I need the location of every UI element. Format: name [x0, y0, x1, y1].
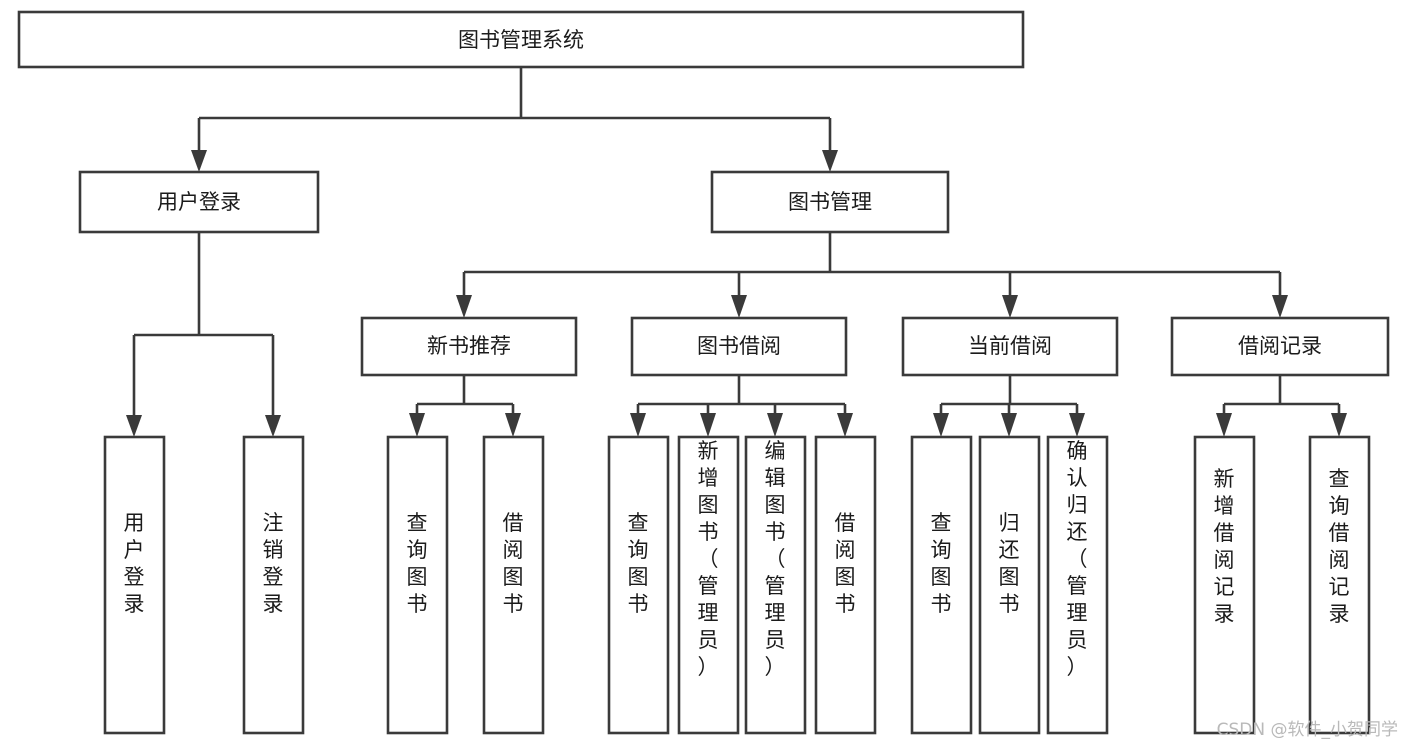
node-leaf-return-book-label: 归还图书	[999, 511, 1020, 616]
connector-layer	[126, 67, 1347, 437]
node-leaf-user-login[interactable]: 用户登录	[103, 435, 166, 735]
node-leaf-query-book-1-rect[interactable]	[386, 435, 449, 735]
arrow-to-leaf-query-book-3	[933, 413, 949, 437]
node-leaf-return-book-rect[interactable]	[978, 435, 1041, 735]
node-leaf-borrow-book-2-label: 借阅图书	[835, 511, 856, 616]
arrow-to-new-book-rec	[456, 295, 472, 318]
node-leaf-confirm-return-label: 确认归还（管理员）	[1067, 439, 1088, 679]
node-leaf-add-record-rect[interactable]	[1193, 435, 1256, 735]
arrow-to-leaf-query-book-2	[630, 413, 646, 437]
arrow-to-leaf-borrow-book-1	[505, 413, 521, 437]
node-leaf-add-book-rect[interactable]	[677, 435, 740, 735]
node-leaf-add-book[interactable]: 新增图书（管理员）	[677, 435, 740, 735]
node-leaf-add-record-label: 新增借阅记录	[1214, 467, 1235, 626]
node-leaf-query-book-3-label: 查询图书	[931, 511, 952, 616]
arrow-to-leaf-edit-book	[767, 413, 783, 437]
arrow-to-leaf-add-book	[700, 413, 716, 437]
arrow-to-leaf-add-record	[1216, 413, 1232, 437]
node-leaf-query-book-2-label: 查询图书	[628, 511, 649, 616]
node-leaf-logout-rect[interactable]	[242, 435, 305, 735]
node-root-rect[interactable]	[17, 10, 1025, 69]
node-book-mgmt-rect[interactable]	[710, 170, 950, 234]
arrow-to-book-borrow	[731, 295, 747, 318]
node-leaf-query-book-1-label: 查询图书	[407, 511, 428, 616]
node-book-mgmt[interactable]: 图书管理	[710, 170, 950, 234]
arrow-to-leaf-confirm-return	[1069, 413, 1085, 437]
node-leaf-add-record[interactable]: 新增借阅记录	[1193, 435, 1256, 735]
node-borrow-record-rect[interactable]	[1170, 316, 1390, 377]
arrow-to-leaf-query-book-1	[409, 413, 425, 437]
node-leaf-add-book-label: 新增图书（管理员）	[698, 439, 719, 679]
node-book-borrow[interactable]: 图书借阅	[630, 316, 848, 377]
arrow-to-leaf-query-record	[1331, 413, 1347, 437]
node-leaf-query-book-1[interactable]: 查询图书	[386, 435, 449, 735]
arrow-to-user-login	[191, 150, 207, 172]
node-leaf-query-book-2-rect[interactable]	[607, 435, 670, 735]
node-leaf-logout[interactable]: 注销登录	[242, 435, 305, 735]
watermark-label: CSDN @软件_小贺同学	[1217, 720, 1398, 740]
node-current-borrow-label: 当前借阅	[968, 334, 1052, 358]
node-new-book-rec-rect[interactable]	[360, 316, 578, 377]
node-leaf-edit-book-label: 编辑图书（管理员）	[765, 439, 786, 679]
node-current-borrow-rect[interactable]	[901, 316, 1119, 377]
node-user-login[interactable]: 用户登录	[78, 170, 320, 234]
arrow-to-borrow-record	[1272, 295, 1288, 318]
node-leaf-borrow-book-2[interactable]: 借阅图书	[814, 435, 877, 735]
node-leaf-edit-book[interactable]: 编辑图书（管理员）	[744, 435, 807, 735]
node-leaf-confirm-return-rect[interactable]	[1046, 435, 1109, 735]
node-user-login-label: 用户登录	[157, 190, 241, 214]
node-leaf-query-record[interactable]: 查询借阅记录	[1308, 435, 1371, 735]
node-borrow-record[interactable]: 借阅记录	[1170, 316, 1390, 377]
arrow-to-leaf-user-login	[126, 415, 142, 437]
node-leaf-logout-label: 注销登录	[263, 511, 284, 616]
node-leaf-query-book-2[interactable]: 查询图书	[607, 435, 670, 735]
node-current-borrow[interactable]: 当前借阅	[901, 316, 1119, 377]
node-leaf-edit-book-rect[interactable]	[744, 435, 807, 735]
node-leaf-return-book[interactable]: 归还图书	[978, 435, 1041, 735]
node-leaf-user-login-rect[interactable]	[103, 435, 166, 735]
node-borrow-record-label: 借阅记录	[1238, 334, 1322, 358]
arrow-to-leaf-borrow-book-2	[837, 413, 853, 437]
node-leaf-user-login-label: 用户登录	[124, 511, 145, 616]
node-leaf-borrow-book-1[interactable]: 借阅图书	[482, 435, 545, 735]
node-leaf-borrow-book-2-rect[interactable]	[814, 435, 877, 735]
node-leaf-query-record-rect[interactable]	[1308, 435, 1371, 735]
arrow-to-leaf-return-book	[1001, 413, 1017, 437]
node-leaf-query-book-3[interactable]: 查询图书	[910, 435, 973, 735]
node-leaf-borrow-book-1-rect[interactable]	[482, 435, 545, 735]
node-book-borrow-rect[interactable]	[630, 316, 848, 377]
node-leaf-borrow-book-1-label: 借阅图书	[503, 511, 524, 616]
node-book-borrow-label: 图书借阅	[697, 334, 781, 358]
arrow-to-leaf-logout	[265, 415, 281, 437]
node-leaf-query-book-3-rect[interactable]	[910, 435, 973, 735]
arrow-to-current-borrow	[1002, 295, 1018, 318]
node-root-label: 图书管理系统	[458, 28, 584, 52]
node-book-mgmt-label: 图书管理	[788, 190, 872, 214]
node-new-book-rec-label: 新书推荐	[427, 334, 511, 358]
node-root[interactable]: 图书管理系统	[17, 10, 1025, 69]
node-leaf-confirm-return[interactable]: 确认归还（管理员）	[1046, 435, 1109, 735]
node-leaf-query-record-label: 查询借阅记录	[1329, 467, 1350, 626]
node-new-book-rec[interactable]: 新书推荐	[360, 316, 578, 377]
arrow-to-book-mgmt	[822, 150, 838, 172]
node-user-login-rect[interactable]	[78, 170, 320, 234]
